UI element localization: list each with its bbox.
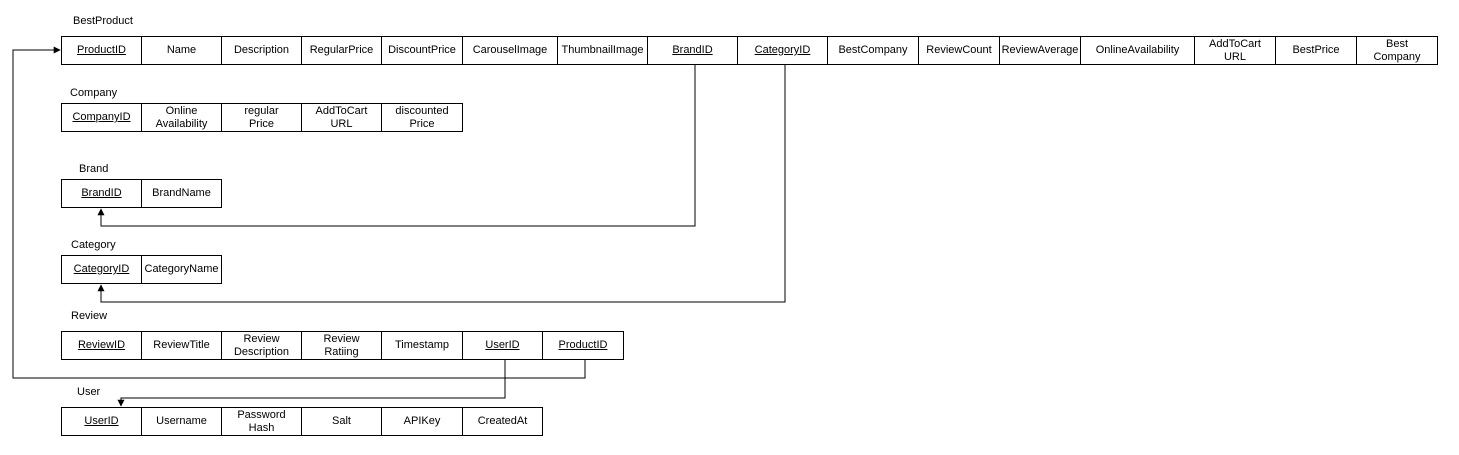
- table-company: CompanyID Online Availability regular Pr…: [61, 103, 463, 132]
- column-review-rating[interactable]: Review Ratiing: [301, 331, 382, 360]
- column-name[interactable]: Name: [141, 36, 222, 65]
- user-relationship-arrow: [117, 360, 506, 407]
- table-review: ReviewID ReviewTitle Review Description …: [61, 331, 624, 360]
- column-online-availability[interactable]: Online Availability: [141, 103, 222, 132]
- table-title-category: Category: [71, 239, 116, 251]
- column-description[interactable]: Description: [221, 36, 302, 65]
- column-apikey[interactable]: APIKey: [381, 407, 463, 436]
- table-brand: BrandID BrandName: [61, 179, 222, 208]
- column-regular-price[interactable]: regular Price: [221, 103, 302, 132]
- column-discountprice[interactable]: DiscountPrice: [381, 36, 463, 65]
- column-salt[interactable]: Salt: [301, 407, 382, 436]
- table-title-user: User: [77, 386, 101, 398]
- column-addtocart-url[interactable]: AddToCart URL: [1194, 36, 1276, 65]
- column-categoryid[interactable]: CategoryID: [737, 36, 828, 65]
- column-brandid[interactable]: BrandID: [647, 36, 738, 65]
- column-regularprice[interactable]: RegularPrice: [301, 36, 382, 65]
- column-reviewtitle[interactable]: ReviewTitle: [141, 331, 222, 360]
- column-addtocart-url[interactable]: AddToCart URL: [301, 103, 382, 132]
- column-productid[interactable]: ProductID: [61, 36, 142, 65]
- column-userid[interactable]: UserID: [462, 331, 543, 360]
- column-createdat[interactable]: CreatedAt: [462, 407, 543, 436]
- column-reviewid[interactable]: ReviewID: [61, 331, 142, 360]
- column-reviewaverage[interactable]: ReviewAverage: [999, 36, 1081, 65]
- column-categoryname[interactable]: CategoryName: [141, 255, 222, 284]
- column-bestprice[interactable]: BestPrice: [1275, 36, 1357, 65]
- column-productid[interactable]: ProductID: [542, 331, 624, 360]
- column-username[interactable]: Username: [141, 407, 222, 436]
- column-review-description[interactable]: Review Description: [221, 331, 302, 360]
- column-carouselimage[interactable]: CarouselImage: [462, 36, 558, 65]
- table-bestproduct: ProductID Name Description RegularPrice …: [61, 36, 1438, 65]
- column-onlineavailability[interactable]: OnlineAvailability: [1080, 36, 1195, 65]
- column-categoryid[interactable]: CategoryID: [61, 255, 142, 284]
- table-title-brand: Brand: [79, 163, 109, 175]
- column-thumbnailimage[interactable]: ThumbnailImage: [557, 36, 648, 65]
- column-best-company[interactable]: Best Company: [1356, 36, 1438, 65]
- column-reviewcount[interactable]: ReviewCount: [918, 36, 1000, 65]
- column-userid[interactable]: UserID: [61, 407, 142, 436]
- column-password-hash[interactable]: Password Hash: [221, 407, 302, 436]
- column-brandid[interactable]: BrandID: [61, 179, 142, 208]
- table-title-company: Company: [70, 87, 118, 99]
- table-title-bestproduct: BestProduct: [73, 15, 133, 27]
- table-category: CategoryID CategoryName: [61, 255, 222, 284]
- column-companyid[interactable]: CompanyID: [61, 103, 142, 132]
- table-title-review: Review: [71, 310, 108, 322]
- column-bestcompany[interactable]: BestCompany: [827, 36, 919, 65]
- column-brandname[interactable]: BrandName: [141, 179, 222, 208]
- column-discounted-price[interactable]: discounted Price: [381, 103, 463, 132]
- column-timestamp[interactable]: Timestamp: [381, 331, 463, 360]
- table-user: UserID Username Password Hash Salt APIKe…: [61, 407, 543, 436]
